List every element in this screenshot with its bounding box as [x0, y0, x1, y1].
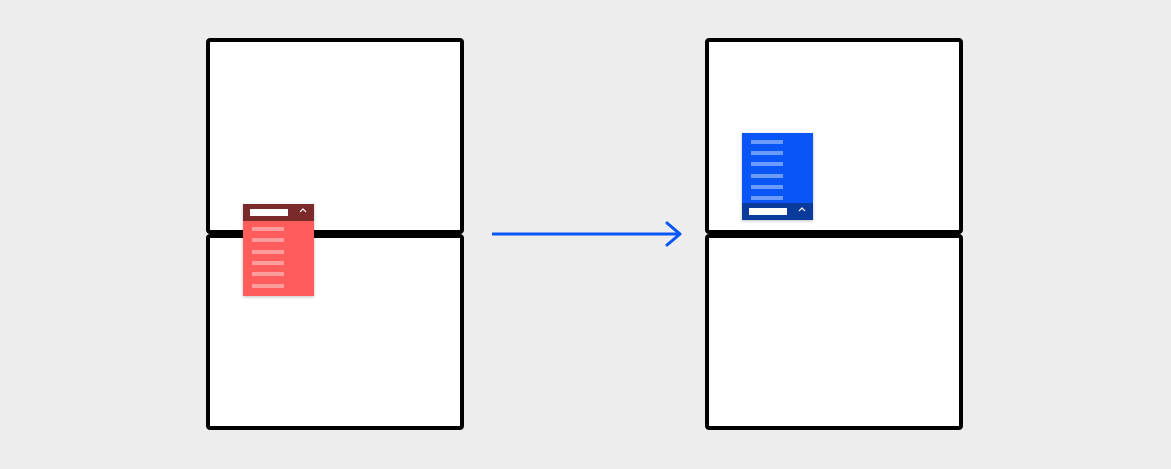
- left-dropdown-item[interactable]: [252, 238, 284, 243]
- right-bottom-screen: [705, 234, 963, 430]
- right-dropdown-item[interactable]: [751, 140, 783, 144]
- left-dropdown-field: [250, 209, 288, 216]
- right-arrow-icon: [492, 221, 682, 247]
- left-dropdown-item[interactable]: [252, 283, 284, 288]
- right-dropdown-item[interactable]: [751, 151, 783, 156]
- right-dropdown-item[interactable]: [751, 184, 783, 189]
- right-dropdown-header[interactable]: [742, 203, 813, 220]
- right-dropdown-item[interactable]: [751, 196, 783, 200]
- left-dropdown-header[interactable]: [243, 204, 314, 221]
- right-dropdown-field: [749, 208, 787, 215]
- left-dropdown-item[interactable]: [252, 272, 284, 277]
- left-dropdown-menu[interactable]: [243, 204, 314, 296]
- chevron-up-icon[interactable]: [797, 205, 807, 215]
- right-dropdown-item[interactable]: [751, 162, 783, 167]
- left-dropdown-item[interactable]: [252, 260, 284, 265]
- left-dropdown-list: [243, 221, 314, 296]
- right-dropdown-menu[interactable]: [742, 133, 813, 220]
- right-dropdown-item[interactable]: [751, 173, 783, 178]
- right-dropdown-list: [742, 133, 813, 203]
- chevron-up-icon[interactable]: [298, 206, 308, 216]
- left-dropdown-item[interactable]: [252, 249, 284, 254]
- left-top-screen: [206, 38, 464, 234]
- left-dropdown-item[interactable]: [252, 227, 284, 231]
